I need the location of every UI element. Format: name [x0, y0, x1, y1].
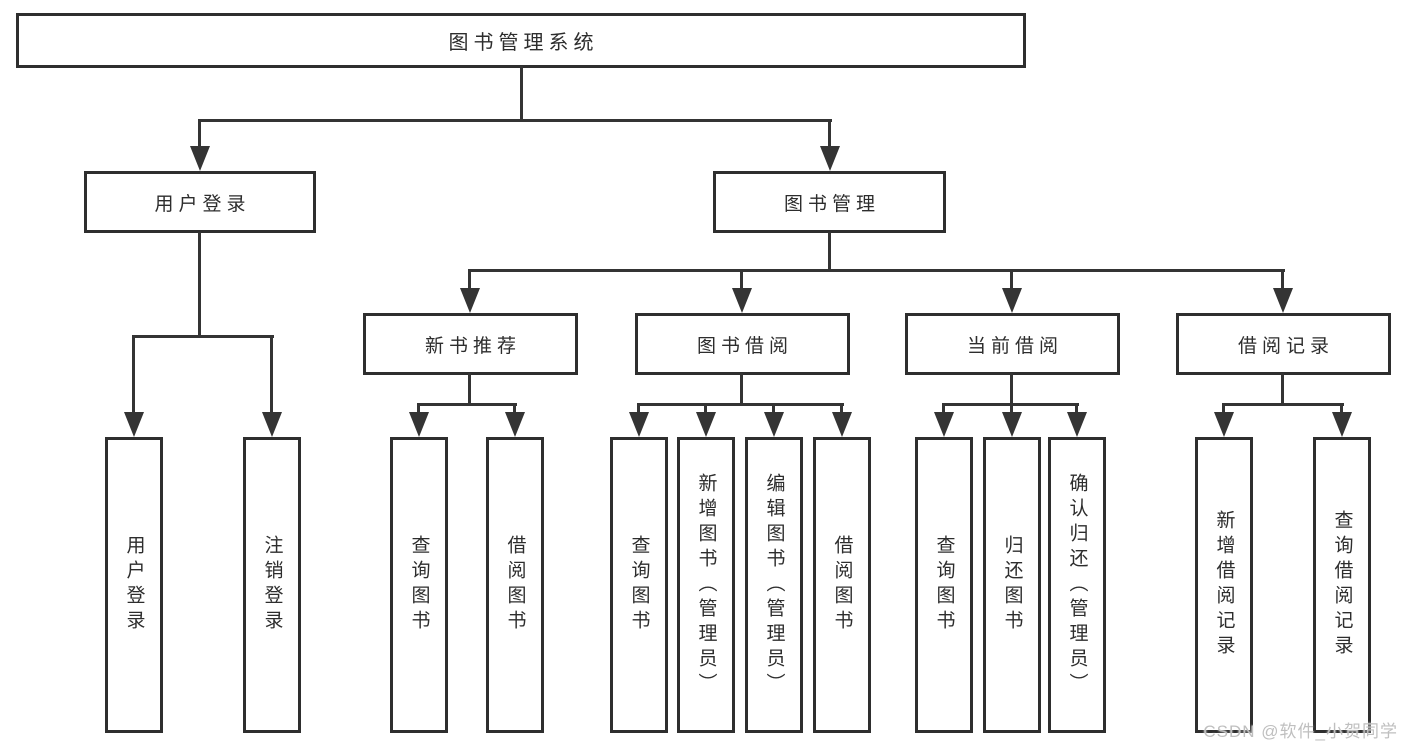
- connector-stem: [1075, 403, 1078, 415]
- leaf-logout: 注销登录: [243, 437, 301, 733]
- node-current-borrow: 当前借阅: [905, 313, 1120, 375]
- leaf-user-login: 用户登录: [105, 437, 163, 733]
- connector-borrow-stem: [740, 373, 743, 406]
- leaf-label: 查询图书: [628, 535, 650, 635]
- leaf-add-borrow-record: 新增借阅记录: [1195, 437, 1253, 733]
- leaf-label: 确认归还（管理员）: [1066, 472, 1088, 698]
- connector-stem: [468, 269, 471, 291]
- connector-stem: [513, 403, 516, 415]
- connector-stem: [1222, 403, 1225, 415]
- arrowhead-down-icon: [124, 412, 144, 437]
- connector-root-stem: [520, 66, 523, 121]
- arrowhead-down-icon: [1002, 412, 1022, 437]
- connector-login-hline: [133, 335, 274, 338]
- node-library-system: 图书管理系统: [16, 13, 1026, 68]
- connector-level1-hline: [198, 119, 832, 122]
- connector-stem: [417, 403, 420, 415]
- arrowhead-down-icon: [1002, 288, 1022, 313]
- leaf-label: 查询图书: [933, 535, 955, 635]
- arrowhead-down-icon: [832, 412, 852, 437]
- connector-mgmt-stem: [828, 232, 831, 272]
- connector-login-stem: [198, 232, 201, 338]
- connector-stem: [740, 269, 743, 291]
- connector-stem: [772, 403, 775, 415]
- arrowhead-down-icon: [629, 412, 649, 437]
- connector-level2-hline: [469, 269, 1285, 272]
- connector-stem: [1340, 403, 1343, 415]
- leaf-label: 查询借阅记录: [1331, 510, 1353, 660]
- leaf-label: 归还图书: [1001, 535, 1023, 635]
- csdn-watermark: CSDN @软件_小贺同学: [1203, 722, 1398, 741]
- connector-records-stem: [1281, 373, 1284, 406]
- leaf-add-books-admin: 新增图书（管理员）: [677, 437, 735, 733]
- connector-borrow-hline: [637, 403, 844, 406]
- leaf-label: 用户登录: [123, 535, 145, 635]
- leaf-query-books: 查询图书: [610, 437, 668, 733]
- arrowhead-down-icon: [505, 412, 525, 437]
- leaf-label: 借阅图书: [831, 535, 853, 635]
- connector-records-hline: [1222, 403, 1344, 406]
- leaf-label: 查询图书: [408, 535, 430, 635]
- connector-stem: [704, 403, 707, 415]
- leaf-query-books: 查询图书: [390, 437, 448, 733]
- node-user-login: 用户登录: [84, 171, 316, 233]
- node-borrow-records: 借阅记录: [1176, 313, 1391, 375]
- arrowhead-down-icon: [764, 412, 784, 437]
- connector-stem: [198, 119, 201, 149]
- arrowhead-down-icon: [1332, 412, 1352, 437]
- arrowhead-down-icon: [262, 412, 282, 437]
- arrowhead-down-icon: [820, 146, 840, 171]
- leaf-query-books: 查询图书: [915, 437, 973, 733]
- node-new-book-recommend: 新书推荐: [363, 313, 578, 375]
- connector-recommend-stem: [468, 373, 471, 406]
- arrowhead-down-icon: [190, 146, 210, 171]
- connector-stem: [1010, 269, 1013, 291]
- connector-stem: [637, 403, 640, 415]
- connector-stem: [270, 335, 273, 414]
- connector-stem: [132, 335, 135, 414]
- arrowhead-down-icon: [1273, 288, 1293, 313]
- leaf-label: 新增图书（管理员）: [695, 472, 717, 698]
- connector-stem: [1010, 403, 1013, 415]
- connector-recommend-hline: [417, 403, 517, 406]
- arrowhead-down-icon: [1067, 412, 1087, 437]
- leaf-query-borrow-record: 查询借阅记录: [1313, 437, 1371, 733]
- arrowhead-down-icon: [1214, 412, 1234, 437]
- arrowhead-down-icon: [934, 412, 954, 437]
- arrowhead-down-icon: [460, 288, 480, 313]
- leaf-borrow-books: 借阅图书: [813, 437, 871, 733]
- leaf-return-books: 归还图书: [983, 437, 1041, 733]
- leaf-label: 注销登录: [261, 535, 283, 635]
- connector-stem: [828, 119, 831, 149]
- connector-stem: [1281, 269, 1284, 291]
- leaf-label: 新增借阅记录: [1213, 510, 1235, 660]
- leaf-label: 编辑图书（管理员）: [763, 472, 785, 698]
- connector-stem: [840, 403, 843, 415]
- connector-current-stem: [1010, 373, 1013, 406]
- node-book-management: 图书管理: [713, 171, 946, 233]
- leaf-label: 借阅图书: [504, 535, 526, 635]
- arrowhead-down-icon: [409, 412, 429, 437]
- arrowhead-down-icon: [696, 412, 716, 437]
- leaf-confirm-return-admin: 确认归还（管理员）: [1048, 437, 1106, 733]
- leaf-borrow-books: 借阅图书: [486, 437, 544, 733]
- node-book-borrow: 图书借阅: [635, 313, 850, 375]
- connector-stem: [942, 403, 945, 415]
- leaf-edit-books-admin: 编辑图书（管理员）: [745, 437, 803, 733]
- arrowhead-down-icon: [732, 288, 752, 313]
